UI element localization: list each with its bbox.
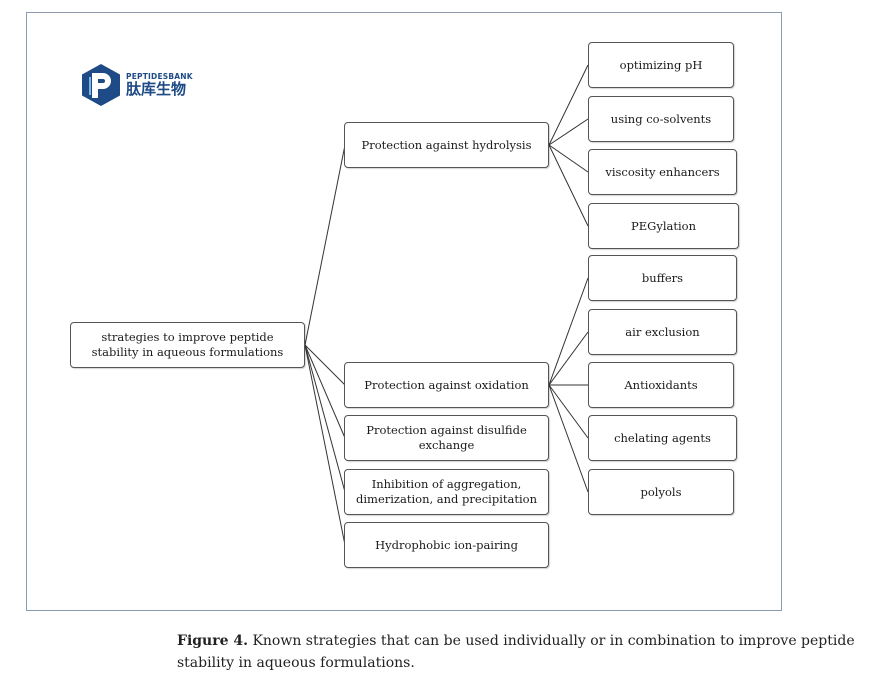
leaf-node-viscosity-enhancers: viscosity enhancers [588, 149, 737, 195]
leaf-node-polyols: polyols [588, 469, 734, 515]
connector-root-disulfide [304, 344, 346, 439]
connector-hydrolysis-pegylation [548, 144, 589, 227]
logo-name-cn: 肽库生物 [126, 80, 187, 98]
leaf-node-buffers: buffers [588, 255, 737, 301]
caption-label: Figure 4. [177, 633, 248, 649]
leaf-node-chelating-agents: chelating agents [588, 415, 737, 461]
caption-text: Known strategies that can be used indivi… [177, 633, 855, 671]
connector-root-hydrolysis [304, 144, 346, 346]
branch-node-oxidation: Protection against oxidation [344, 362, 549, 408]
connector-hydrolysis-viscosity [548, 144, 589, 173]
branch-node-ion-pairing: Hydrophobic ion-pairing [344, 522, 549, 568]
leaf-node-optimizing-ph: optimizing pH [588, 42, 734, 88]
connector-root-ion-pairing [304, 344, 346, 546]
connector-oxidation-buffers [548, 277, 589, 386]
leaf-node-air-exclusion: air exclusion [588, 309, 737, 355]
connector-root-oxidation [304, 344, 346, 386]
branch-node-disulfide: Protection against disulfide exchange [344, 415, 549, 461]
connector-root-aggregation [304, 344, 346, 493]
leaf-node-antioxidants: Antioxidants [588, 362, 734, 408]
connector-oxidation-polyols [548, 384, 589, 493]
figure-frame [26, 12, 782, 611]
leaf-node-pegylation: PEGylation [588, 203, 739, 249]
branch-node-hydrolysis: Protection against hydrolysis [344, 122, 549, 168]
connector-hydrolysis-cosolvents [548, 118, 589, 146]
peptidesbank-logo: PEPTIDESBANK 肽库生物 [81, 63, 193, 107]
connector-oxidation-air [548, 331, 589, 386]
leaf-node-co-solvents: using co-solvents [588, 96, 734, 142]
branch-node-aggregation: Inhibition of aggregation, dimerization,… [344, 469, 549, 515]
connector-oxidation-chelating [548, 384, 589, 439]
logo-hexagon-icon [82, 64, 120, 106]
figure-caption: Figure 4. Known strategies that can be u… [177, 630, 867, 674]
root-node: strategies to improve peptide stability … [70, 322, 305, 368]
connector-hydrolysis-ph [548, 64, 589, 146]
logo-name-en: PEPTIDESBANK [126, 72, 193, 81]
